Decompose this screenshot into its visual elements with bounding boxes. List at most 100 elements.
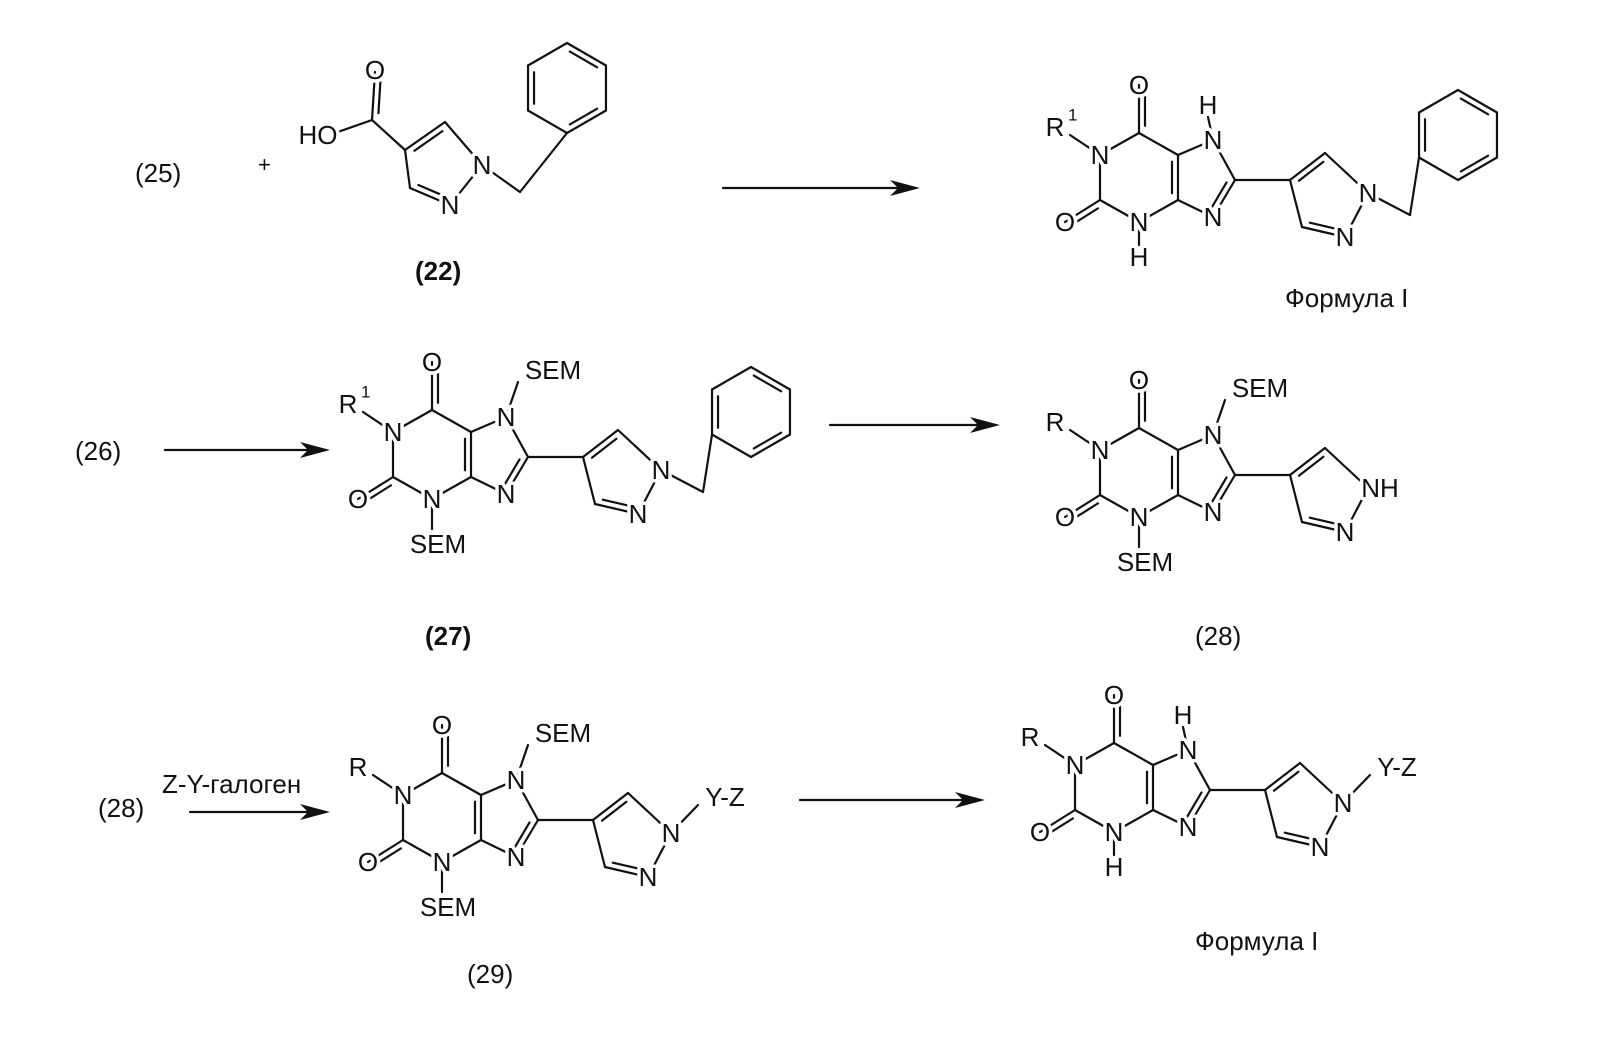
r-substituent: R <box>1046 407 1065 437</box>
nitrogen-atom: N <box>1204 420 1223 450</box>
oxygen-atom: O <box>1030 817 1050 847</box>
sem-group: SEM <box>525 355 581 385</box>
bond <box>528 43 567 66</box>
nitrogen-atom: N <box>497 402 516 432</box>
bond <box>528 111 567 134</box>
compound-28-label: (28) <box>1195 621 1241 651</box>
nitrogen-atom: N <box>1204 202 1223 232</box>
sem-group: SEM <box>410 529 466 559</box>
nitrogen-atom: N <box>507 765 526 795</box>
y-z-substituent: Y-Z <box>705 782 745 812</box>
bond <box>583 457 595 504</box>
compound-22-label: (22) <box>415 256 461 286</box>
bond <box>1073 208 1098 223</box>
nitrogen-atom: N <box>1359 178 1378 208</box>
nitrogen-atom: N <box>1311 832 1330 862</box>
y-z-substituent: Y-Z <box>1377 752 1417 782</box>
r-substituent: R <box>339 389 358 419</box>
bond <box>1419 90 1458 113</box>
nitrogen-atom: N <box>639 862 658 892</box>
bond <box>1290 153 1325 180</box>
bond <box>1290 448 1325 475</box>
oxygen-atom: O <box>1129 365 1149 395</box>
nitrogen-atom: N <box>1091 435 1110 465</box>
nitrogen-atom: N <box>433 847 452 877</box>
superscript-1: 1 <box>1068 106 1077 125</box>
sem-group: SEM <box>420 892 476 922</box>
bond <box>583 430 618 457</box>
bond <box>1265 790 1277 837</box>
bond <box>1419 158 1458 181</box>
compound-29-label: (29) <box>467 959 513 989</box>
oxygen-atom: O <box>358 847 378 877</box>
oxygen-atom: O <box>422 347 442 377</box>
nitrogen-atom: N <box>1130 207 1149 237</box>
bond <box>1410 158 1419 216</box>
hydrogen: H <box>1130 242 1149 272</box>
bond <box>712 435 751 458</box>
nitrogen-atom: N <box>423 484 442 514</box>
bond <box>703 435 712 493</box>
bond <box>1139 133 1178 155</box>
bond <box>366 485 391 500</box>
nitrogen-atom: N <box>1091 140 1110 170</box>
nitrogen-atom: NH <box>1361 473 1399 503</box>
bond <box>1139 428 1178 450</box>
bond <box>405 122 445 150</box>
bond <box>376 848 401 863</box>
bond <box>405 150 410 188</box>
nitrogen-atom: N <box>1204 125 1223 155</box>
nitrogen-atom: N <box>394 780 413 810</box>
nitrogen-atom: N <box>384 417 403 447</box>
bond <box>372 120 405 150</box>
nitrogen-atom: N <box>1334 788 1353 818</box>
r-substituent: R <box>1021 722 1040 752</box>
hydrogen: H <box>1105 852 1124 882</box>
nitrogen-atom: N <box>1179 735 1198 765</box>
oxygen-atom: O <box>348 484 368 514</box>
oxygen-atom: O <box>1055 207 1075 237</box>
bond <box>432 410 471 432</box>
nitrogen-atom: N <box>662 818 681 848</box>
bond <box>754 376 781 392</box>
bond <box>335 120 372 133</box>
oxygen-atom: O <box>1129 70 1149 100</box>
bond <box>570 52 597 68</box>
bond <box>1265 763 1300 790</box>
bond <box>712 367 751 390</box>
hydroxyl-group: HO <box>299 120 338 150</box>
bond <box>1114 743 1153 765</box>
oxygen-atom: O <box>432 710 452 740</box>
bond <box>520 133 567 192</box>
hydrogen: H <box>1174 700 1193 730</box>
nitrogen-atom: N <box>652 455 671 485</box>
nitrogen-atom: N <box>441 190 460 220</box>
compound-28-start-label: (28) <box>98 793 144 823</box>
compound-25-label: (25) <box>135 158 181 188</box>
r-substituent: R <box>349 752 368 782</box>
formula-1-label-top: Формула I <box>1285 283 1408 313</box>
formula-1-label-bottom: Формула I <box>1195 926 1318 956</box>
r-substituent: R <box>1046 112 1065 142</box>
bond <box>1290 475 1302 522</box>
bond <box>1048 818 1073 833</box>
bond <box>1290 180 1302 227</box>
sem-group: SEM <box>1117 547 1173 577</box>
oxygen-atom: O <box>1104 680 1124 710</box>
bond <box>1461 156 1488 172</box>
nitrogen-atom: N <box>473 150 492 180</box>
hydrogen: H <box>1199 90 1218 120</box>
bond <box>570 109 597 125</box>
nitrogen-atom: N <box>1336 517 1355 547</box>
bond <box>754 433 781 449</box>
nitrogen-atom: N <box>1066 750 1085 780</box>
nitrogen-atom: N <box>1336 222 1355 252</box>
reagent-label: Z-Y-галоген <box>162 769 301 799</box>
superscript-1: 1 <box>361 383 370 402</box>
nitrogen-atom: N <box>1179 812 1198 842</box>
nitrogen-atom: N <box>1204 497 1223 527</box>
nitrogen-atom: N <box>507 842 526 872</box>
nitrogen-atom: N <box>1105 817 1124 847</box>
sem-group: SEM <box>1232 373 1288 403</box>
